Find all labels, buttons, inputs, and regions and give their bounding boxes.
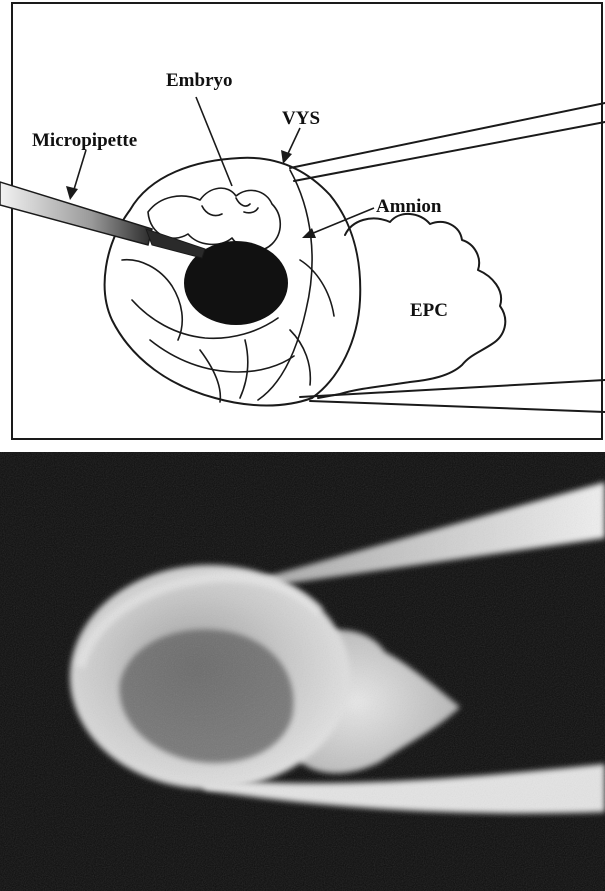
embryo-detail-2 — [202, 206, 222, 216]
cavity-line-3 — [150, 340, 294, 372]
embryo-leader — [196, 97, 232, 186]
photograph-panel — [0, 452, 605, 891]
schematic-panel: Embryo VYS Micropipette Amnion EPC — [0, 0, 605, 445]
micropipette-tip — [146, 229, 205, 258]
cavity-line-5 — [240, 340, 248, 398]
label-embryo: Embryo — [166, 70, 233, 91]
photo-grain — [0, 452, 605, 891]
cavity-line-1 — [122, 260, 182, 340]
holding-pipette-upper — [290, 103, 605, 181]
amnion-arrowhead — [302, 228, 316, 238]
photograph — [0, 452, 605, 891]
holding-pipette-lower — [300, 380, 605, 412]
micropipette-arrowhead — [66, 186, 78, 200]
embryo-detail-1 — [236, 198, 258, 213]
label-amnion: Amnion — [376, 196, 442, 217]
schematic-drawing: Embryo VYS Micropipette Amnion EPC — [0, 0, 605, 445]
amnion-leader — [306, 208, 374, 236]
label-vys: VYS — [282, 108, 320, 129]
vys-arrowhead — [281, 150, 292, 164]
label-epc: EPC — [410, 300, 448, 321]
label-micropipette: Micropipette — [32, 130, 137, 151]
